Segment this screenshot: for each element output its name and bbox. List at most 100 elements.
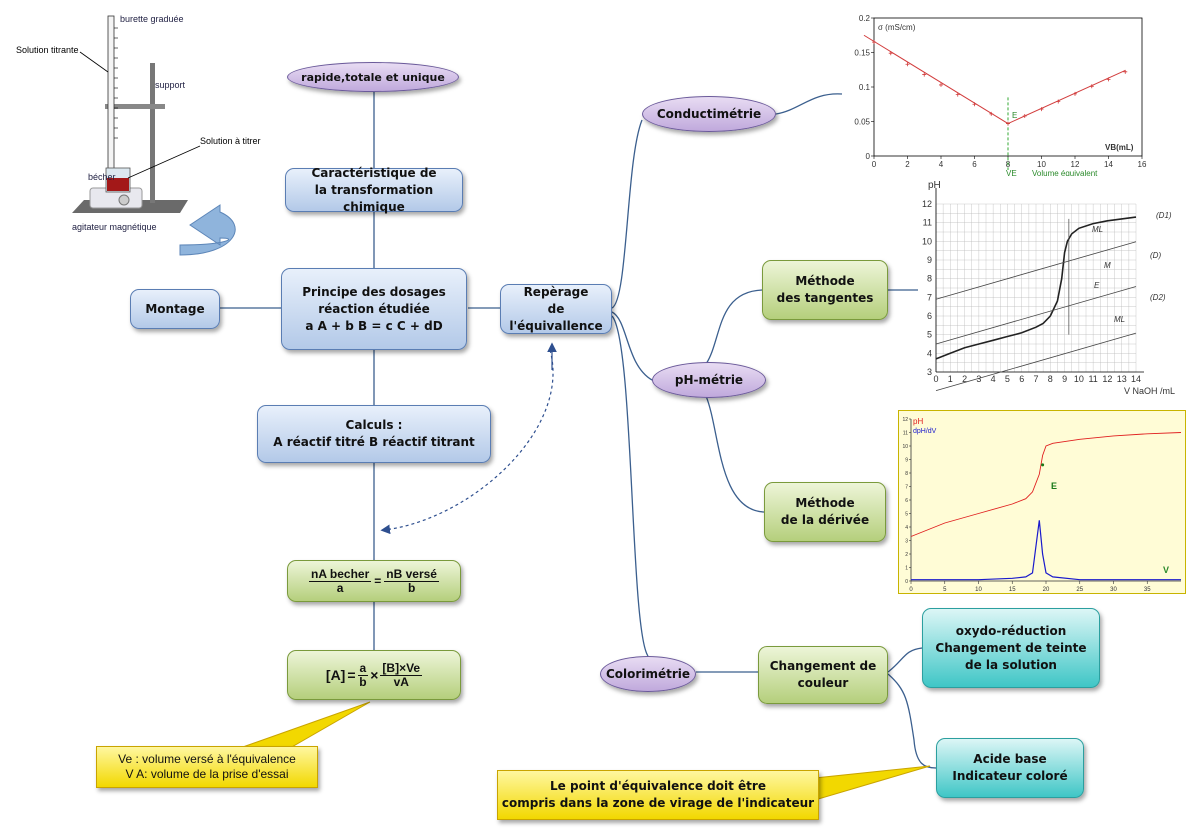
tangents-xtick-label: 4 <box>991 374 996 384</box>
node-montage[interactable]: Montage <box>130 289 220 329</box>
node-reperage[interactable]: Repèrage de l'équivallence <box>500 284 612 334</box>
formula1-left-frac: nA becher a <box>309 567 372 595</box>
conductimetry-xtick-label: 12 <box>1071 160 1080 169</box>
tangents-ytick-label: 5 <box>927 330 932 340</box>
reperage-line1: Repèrage <box>523 284 589 299</box>
conductimetry-e-label: E <box>1012 111 1017 120</box>
derivative-ytick-label: 4 <box>905 525 908 531</box>
derivative-ytick-label: 3 <box>905 539 908 545</box>
callout-ve-line1: Ve : volume versé à l'équivalence <box>118 752 296 766</box>
derivative-ytick-label: 11 <box>903 431 908 437</box>
conductimetry-data-point <box>888 51 893 56</box>
conductimetry-data-point <box>1056 99 1061 104</box>
derivative-xtick-label: 5 <box>943 587 947 593</box>
derivee-line2: de la dérivée <box>780 513 870 527</box>
label-a-titrer: Solution à titrer <box>200 136 261 146</box>
derivative-ytick-label: 12 <box>902 417 908 423</box>
label-agitateur: agitateur magnétique <box>72 222 157 232</box>
tangents-annotation-label: (D1) <box>1156 211 1172 220</box>
conductimetry-data-point <box>905 62 910 67</box>
node-principe-text: Principe des dosages réaction étudiée a … <box>302 284 446 335</box>
derivative-dphdv-curve <box>911 520 1181 581</box>
conductimetry-marks <box>863 34 1128 170</box>
node-tangentes[interactable]: Méthode des tangentes <box>762 260 888 320</box>
conductimetry-xtick-label: 14 <box>1104 160 1113 169</box>
node-derivee[interactable]: Méthode de la dérivée <box>764 482 886 542</box>
node-acide-base[interactable]: Acide base Indicateur coloré <box>936 738 1084 798</box>
derivative-marks <box>910 432 1182 581</box>
tangentes-line1: Méthode <box>795 274 855 288</box>
node-phmetrie[interactable]: pH-métrie <box>652 362 766 398</box>
tangents-annotation-label: ML <box>1092 225 1103 234</box>
conductimetry-data-point <box>955 92 960 97</box>
derivative-ytick-label: 10 <box>902 444 908 450</box>
tangents-xtick-label: 13 <box>1117 374 1127 384</box>
oxydo-line2: Changement de teinte <box>935 640 1087 655</box>
formula2-equals: = <box>347 666 356 683</box>
callout-point-equivalence: Le point d'équivalence doit être compris… <box>497 770 819 820</box>
node-colorimetrie[interactable]: Colorimétrie <box>600 656 696 692</box>
conductimetry-data-point <box>1089 84 1094 89</box>
connectors <box>220 92 937 769</box>
acide-line1: Acide base <box>973 752 1047 766</box>
connector-reperage-ph <box>611 311 653 381</box>
node-formula-concentration[interactable]: [A] = a b × [B]×Ve vA <box>287 650 461 700</box>
derivative-ytick-label: 6 <box>905 498 908 504</box>
callout-point-text: Le point d'équivalence doit être compris… <box>502 778 814 812</box>
conductimetry-data-point <box>1073 91 1077 96</box>
node-oxydo-text: oxydo-réduction Changement de teinte de … <box>935 623 1086 674</box>
node-derivee-text: Méthode de la dérivée <box>781 495 869 529</box>
node-colorimetrie-text: Colorimétrie <box>606 666 690 681</box>
derivative-xtick-label: 15 <box>1009 587 1016 593</box>
node-formula-moles[interactable]: nA becher a = nB versé b <box>287 560 461 602</box>
callout-point-line2: compris dans la zone de virage de l'indi… <box>501 796 815 810</box>
derivative-legend-deriv: dpH/dV <box>913 428 937 435</box>
calculs-line2: A réactif titré B réactif titrant <box>273 435 475 449</box>
derivative-ytick-label: 7 <box>905 485 908 491</box>
tangents-ytick-label: 4 <box>927 348 932 358</box>
conductimetry-xtick-label: 10 <box>1037 160 1046 169</box>
tangents-ytick-label: 6 <box>927 311 932 321</box>
node-caracteristique[interactable]: Caractéristique de la transformation chi… <box>285 166 463 214</box>
derivative-xtick-label: 25 <box>1076 587 1083 593</box>
stirrer-knob <box>118 194 130 206</box>
formula1-den-right: b <box>407 580 416 595</box>
conductimetry-data-point <box>989 111 994 116</box>
tangents-ph-curve <box>935 216 1137 360</box>
tangents-ytick-label: 10 <box>922 236 932 246</box>
node-calculs[interactable]: Calculs : A réactif titré B réactif titr… <box>257 405 491 463</box>
conductimetry-ve-caption: Volume équivalent <box>1032 169 1098 178</box>
node-conductimetrie[interactable]: Conductimétrie <box>642 96 776 132</box>
derivative-ytick-label: 5 <box>905 512 908 518</box>
label-titrante: Solution titrante <box>16 45 79 55</box>
oxydo-line3: de la solution <box>965 657 1057 672</box>
conductimetry-ytick-label: 0 <box>866 152 871 161</box>
conductimetry-ve-label: VE <box>1006 169 1017 178</box>
derivative-xtick-label: 35 <box>1144 587 1151 593</box>
node-rapide[interactable]: rapide,totale et unique <box>287 62 459 92</box>
derivative-ytick-label: 8 <box>905 471 908 477</box>
connector-reperage-colori <box>611 315 649 657</box>
conductimetry-ylabel: σ (mS/cm) <box>878 23 916 32</box>
formula2-times: × <box>370 666 379 683</box>
support-rod <box>150 63 155 203</box>
conductimetry-ytick-label: 0.05 <box>854 118 870 127</box>
tangents-ylabel: pH <box>928 180 941 191</box>
connector-couleur-oxydo <box>887 647 923 673</box>
tangents-ytick-label: 8 <box>927 274 932 284</box>
node-principe[interactable]: Principe des dosages réaction étudiée a … <box>281 268 467 350</box>
tangents-xtick-label: 3 <box>976 374 981 384</box>
node-couleur[interactable]: Changement de couleur <box>758 646 888 704</box>
tangentes-line2: des tangentes <box>776 291 874 305</box>
formula2-main-frac: [B]×Ve vA <box>380 661 423 689</box>
formula1-equals: = <box>374 573 382 588</box>
node-oxydo[interactable]: oxydo-réduction Changement de teinte de … <box>922 608 1100 688</box>
tangents-ytick-label: 9 <box>927 255 932 265</box>
tangents-xtick-label: 6 <box>1019 374 1024 384</box>
tangents-xtick-label: 12 <box>1102 374 1112 384</box>
conductimetry-line-ascending <box>1007 69 1126 125</box>
connector-couleur-acide <box>887 673 937 769</box>
conductimetry-data-point <box>1123 69 1128 74</box>
